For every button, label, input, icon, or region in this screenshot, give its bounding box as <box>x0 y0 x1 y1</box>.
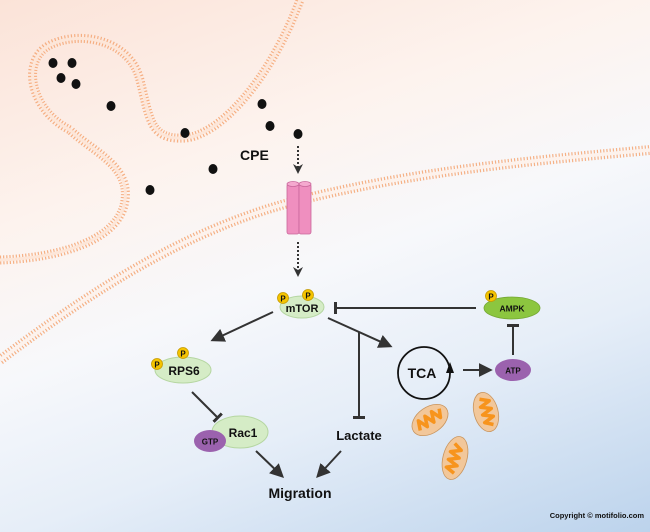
mtor-to-rps6-arrow <box>210 311 274 342</box>
lactate-to-migration-arrow <box>316 450 342 479</box>
svg-text:P: P <box>180 350 186 359</box>
ampk-node: P AMPK <box>483 290 541 320</box>
cpe-particle <box>48 58 58 68</box>
vesicle-membrane <box>0 0 305 265</box>
svg-text:P: P <box>488 293 494 302</box>
cpe-particle <box>145 185 155 195</box>
svg-text:P: P <box>280 295 286 304</box>
phospho-icon <box>485 290 497 302</box>
gtp-label: GTP <box>202 438 219 447</box>
atp-node: ATP <box>495 359 531 381</box>
cpe-particle <box>208 164 218 174</box>
tca-label: TCA <box>408 365 437 381</box>
cpe-particle <box>257 99 267 109</box>
rps6-label: RPS6 <box>168 364 200 378</box>
lactate-label: Lactate <box>336 428 382 443</box>
rps6-inhibits-rac1 <box>191 391 223 423</box>
plasma-membrane <box>0 145 650 365</box>
receptor-icon <box>286 181 312 235</box>
rac1-node: Rac1 <box>211 415 269 449</box>
cpe-particles <box>48 58 303 195</box>
cpe-particle <box>180 128 190 138</box>
mtor-label: mTOR <box>286 303 319 315</box>
cpe-particle <box>67 58 77 68</box>
rac1-label: Rac1 <box>229 426 258 440</box>
mitochondrion-icon <box>472 392 500 432</box>
migration-label: Migration <box>269 485 332 501</box>
mitochondrion-icon <box>441 436 469 480</box>
cpe-particle <box>56 73 66 83</box>
copyright-text: Copyright © motifolio.com <box>550 511 645 520</box>
cpe-particle <box>71 79 81 89</box>
mitochondrion-icon <box>411 403 449 437</box>
rac1-to-migration-arrow <box>255 450 285 478</box>
phospho-icon <box>177 347 189 359</box>
cpe-particle <box>106 101 116 111</box>
phospho-icon <box>277 292 289 304</box>
ampk-label: AMPK <box>499 304 525 314</box>
gtp-node: GTP <box>194 430 226 452</box>
svg-text:P: P <box>154 361 160 370</box>
cpe-particle <box>265 121 275 131</box>
rps6-node: P P RPS6 <box>151 347 212 384</box>
phospho-icon <box>151 358 163 370</box>
tca-cycle: TCA <box>397 346 454 400</box>
cpe-label: CPE <box>240 147 269 163</box>
cycle-arrow-icon <box>446 362 454 373</box>
cpe-particle <box>293 129 303 139</box>
phospho-icon <box>302 289 314 301</box>
mtor-node: P P mTOR <box>277 289 325 319</box>
svg-text:P: P <box>305 292 311 301</box>
atp-label: ATP <box>505 367 521 376</box>
